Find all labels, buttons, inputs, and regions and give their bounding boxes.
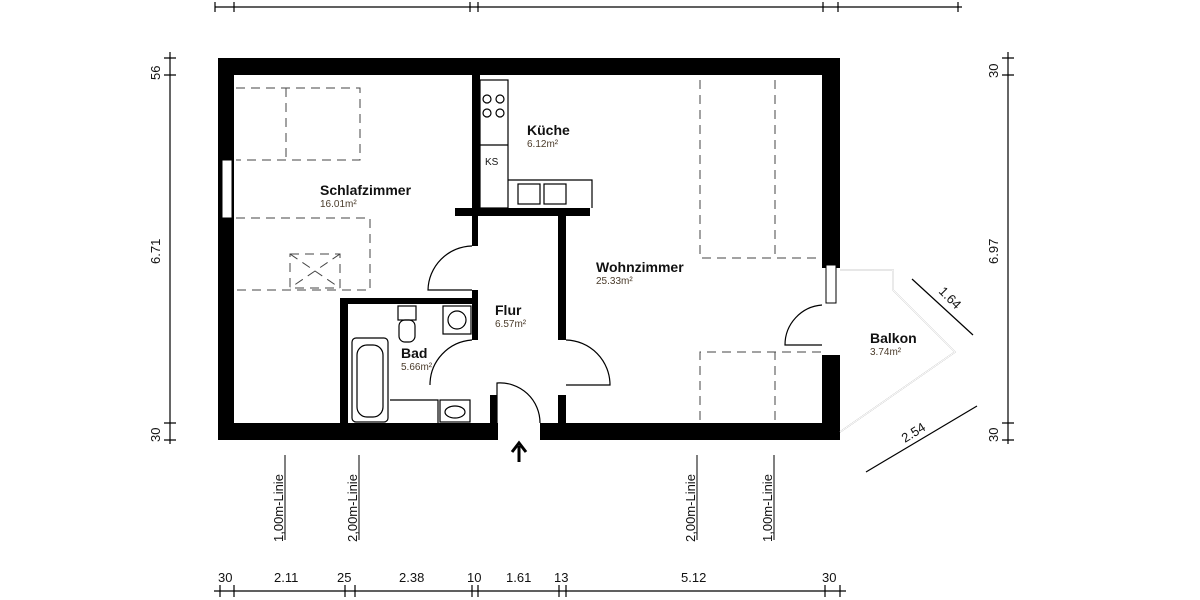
svg-text:Flur: Flur	[495, 302, 522, 318]
svg-text:30: 30	[986, 64, 1001, 78]
walls	[218, 58, 840, 440]
svg-text:1.64: 1.64	[936, 284, 965, 313]
top-dimension-line	[214, 2, 962, 12]
svg-text:1,00m-Linie: 1,00m-Linie	[760, 474, 775, 542]
svg-text:2.11: 2.11	[274, 570, 298, 585]
svg-text:25.33m²: 25.33m²	[596, 276, 633, 287]
svg-text:Bad: Bad	[401, 345, 427, 361]
svg-text:30: 30	[218, 570, 232, 585]
svg-text:30: 30	[822, 570, 836, 585]
svg-text:1,00m-Linie: 1,00m-Linie	[271, 474, 286, 542]
svg-text:1.61: 1.61	[506, 570, 531, 585]
svg-text:Küche: Küche	[527, 122, 570, 138]
entrance-arrow-icon	[510, 440, 528, 462]
svg-text:2,00m-Linie: 2,00m-Linie	[345, 474, 360, 542]
right-dimension-line: 30 6.97 30	[986, 52, 1014, 444]
room-flur: Flur 6.57m²	[495, 302, 527, 330]
svg-text:5.66m²: 5.66m²	[401, 362, 433, 373]
svg-text:6.97: 6.97	[986, 239, 1001, 264]
room-bad: Bad 5.66m²	[401, 345, 433, 373]
svg-text:6.57m²: 6.57m²	[495, 319, 527, 330]
svg-text:16.01m²: 16.01m²	[320, 199, 357, 210]
room-balkon: Balkon 3.74m²	[870, 330, 917, 358]
svg-text:30: 30	[148, 428, 163, 442]
svg-text:2.38: 2.38	[399, 570, 424, 585]
svg-text:6.71: 6.71	[148, 239, 163, 264]
svg-text:Wohnzimmer: Wohnzimmer	[596, 259, 684, 275]
svg-text:13: 13	[554, 570, 568, 585]
bath-fixtures	[351, 305, 472, 423]
furniture-outlines	[236, 80, 822, 420]
left-dimension-line: 56 6.71 30	[148, 52, 176, 444]
svg-text:2.54: 2.54	[899, 419, 928, 445]
svg-text:30: 30	[986, 428, 1001, 442]
svg-text:3.74m²: 3.74m²	[870, 347, 902, 358]
room-kueche: Küche 6.12m²	[527, 122, 570, 150]
room-schlafzimmer: Schlafzimmer 16.01m²	[320, 182, 412, 210]
bottom-dimension-line: 30 2.11 25 2.38 10 1.61 13 5.12 30	[214, 570, 846, 597]
distance-line-labels: 1,00m-Linie 2,00m-Linie 2,00m-Linie 1,00…	[271, 455, 775, 542]
svg-text:Schlafzimmer: Schlafzimmer	[320, 182, 412, 198]
fridge-label: KS	[485, 157, 499, 168]
svg-text:10: 10	[467, 570, 481, 585]
svg-text:5.12: 5.12	[681, 570, 706, 585]
window	[221, 159, 233, 219]
room-wohnzimmer: Wohnzimmer 25.33m²	[596, 259, 684, 287]
svg-text:2,00m-Linie: 2,00m-Linie	[683, 474, 698, 542]
svg-text:56: 56	[148, 66, 163, 80]
balcony-window	[825, 264, 837, 304]
svg-text:Balkon: Balkon	[870, 330, 917, 346]
svg-text:6.12m²: 6.12m²	[527, 139, 559, 150]
skylight-window	[289, 253, 341, 289]
svg-text:25: 25	[337, 570, 351, 585]
balcony-outline	[839, 269, 956, 433]
kitchen-fixtures	[479, 79, 593, 209]
doors	[427, 245, 823, 424]
